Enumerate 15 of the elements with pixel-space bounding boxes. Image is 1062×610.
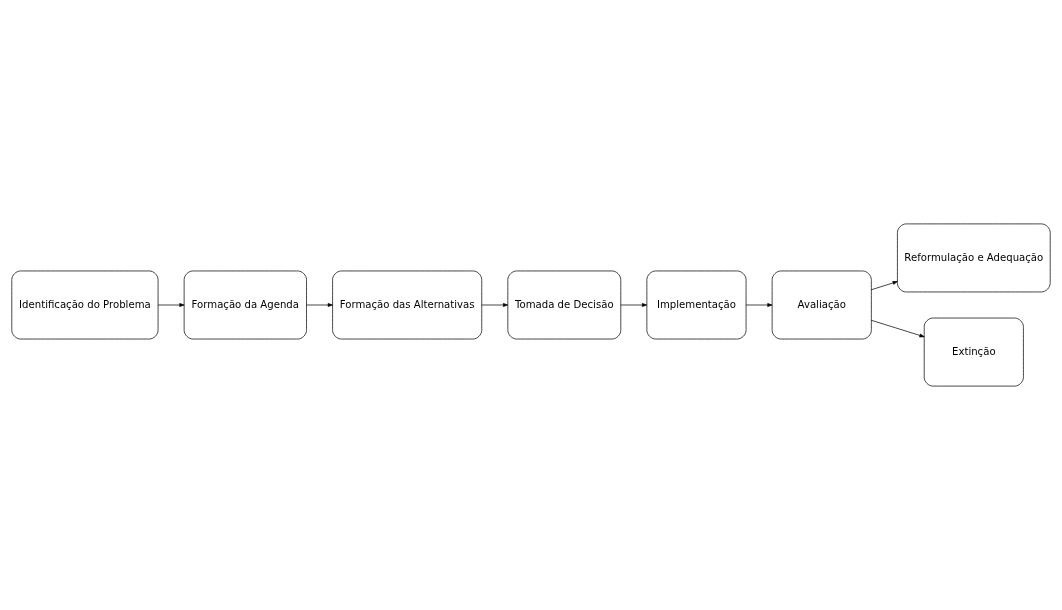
arrow	[871, 281, 898, 291]
arrow	[745, 303, 773, 307]
node-box: Avaliação	[771, 270, 872, 340]
node-box: Identificação do Problema	[11, 270, 159, 340]
arrow	[871, 319, 925, 338]
arrow	[306, 303, 333, 307]
node-box: Extinção	[923, 317, 1024, 387]
arrow	[481, 303, 509, 307]
node-box: Tomada de Decisão	[507, 270, 622, 340]
node-box: Reformulação e Adequação	[897, 223, 1051, 293]
node-box: Formação das Alternativas	[332, 270, 483, 340]
arrow	[157, 303, 185, 307]
node-box: Implementação	[646, 270, 747, 340]
node-box: Formação da Agenda	[183, 270, 307, 340]
arrow	[620, 303, 648, 307]
